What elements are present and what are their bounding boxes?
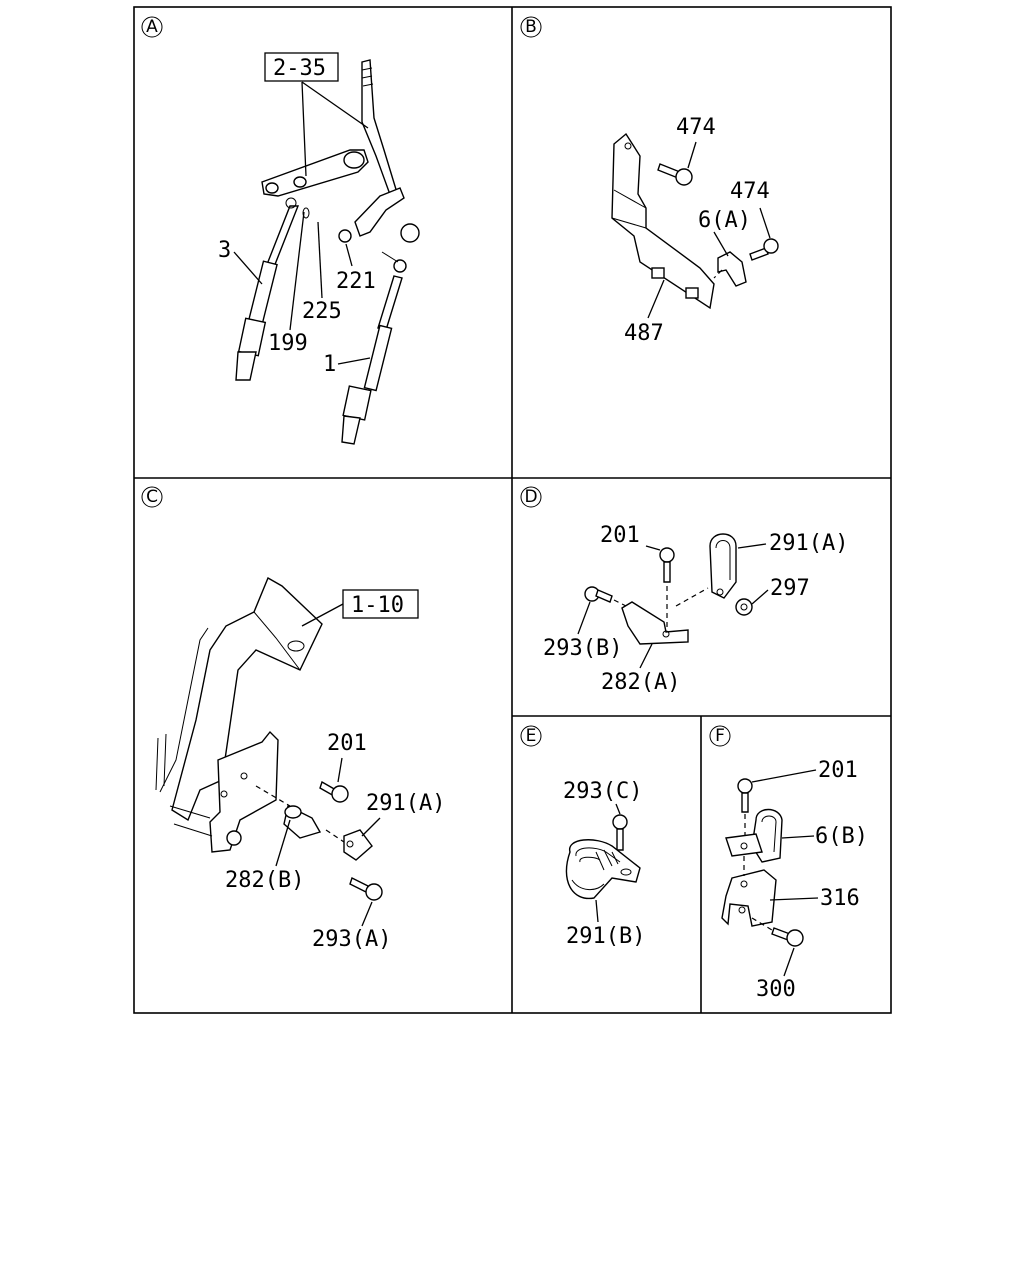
callout-d-291a: 291(A): [769, 531, 848, 556]
leader-f-300: [783, 947, 795, 977]
panel-b-marker: [520, 16, 542, 38]
callout-a-221: 221: [336, 269, 376, 294]
panel-grid: [133, 6, 892, 1014]
callout-b-487: 487: [624, 321, 664, 346]
panel-f: F 201 6(B) 316 300: [709, 725, 868, 1002]
callout-d-297: 297: [770, 576, 810, 601]
leader-b-487: [647, 279, 665, 319]
panel-c: C 1-10: [141, 486, 445, 952]
panel-e: E 293(C) 291(B): [520, 725, 645, 949]
leader-d-293b: [577, 601, 591, 635]
callout-d-293b: 293(B): [543, 636, 622, 661]
panel-d-id: D: [524, 487, 537, 507]
clamp-291b-drawing: [565, 814, 641, 900]
leader-b-474-upper: [687, 141, 697, 169]
leader-c-293a: [361, 901, 373, 927]
callout-f-300: 300: [756, 977, 796, 1002]
panel-c-id: C: [146, 487, 158, 507]
shift-lever-drawing: [235, 59, 420, 445]
callout-d-201: 201: [600, 523, 640, 548]
callout-e-291b: 291(B): [566, 924, 645, 949]
panel-d-marker: [520, 486, 542, 508]
leader-d-282a: [639, 643, 653, 669]
panel-b: B 474 474 6(A) 487: [520, 16, 779, 346]
callout-a-3: 3: [218, 238, 231, 263]
frame-drawing: [155, 576, 383, 901]
leader-c-291a: [361, 817, 381, 837]
callout-c-201: 201: [327, 731, 367, 756]
panel-f-marker: [709, 725, 731, 747]
callout-f-6b: 6(B): [815, 824, 868, 849]
callout-b-474-upper: 474: [676, 115, 716, 140]
leader-a-199: [289, 211, 305, 331]
callout-b-6a: 6(A): [698, 208, 751, 233]
panel-a-id: A: [146, 17, 158, 37]
callout-f-201: 201: [818, 758, 858, 783]
leader-a-225: [317, 221, 323, 299]
leader-d-201: [645, 545, 661, 551]
ref-2-35-label: 2-35: [273, 56, 326, 81]
leader-b-474-lower: [759, 207, 771, 239]
callout-f-316: 316: [820, 886, 860, 911]
ref-1-10-label: 1-10: [351, 593, 404, 618]
ref-2-35-leaders: [301, 81, 369, 177]
leader-a-221: [345, 243, 353, 267]
leader-f-201: [751, 769, 817, 783]
callout-b-474-lower: 474: [730, 179, 770, 204]
callout-a-199: 199: [268, 331, 308, 356]
callout-a-225: 225: [302, 299, 342, 324]
leader-c-201: [337, 757, 343, 783]
leader-f-316: [769, 897, 819, 901]
bracket-316-drawing: [721, 778, 804, 947]
ref-box-2-35: [264, 52, 339, 82]
callout-a-1: 1: [323, 352, 336, 377]
callout-c-291a: 291(A): [366, 791, 445, 816]
bracket-drawing: [611, 132, 779, 310]
panel-e-marker: [520, 725, 542, 747]
bracket-clamp-drawing: [584, 533, 753, 645]
leader-a-1: [337, 357, 371, 365]
leader-d-297: [751, 589, 769, 605]
panel-c-marker: [141, 486, 163, 508]
callout-d-282a: 282(A): [601, 670, 680, 695]
panel-f-id: F: [715, 726, 725, 746]
leader-a-3: [233, 251, 263, 285]
callout-c-282b: 282(B): [225, 868, 304, 893]
panel-b-id: B: [525, 17, 537, 37]
panel-e-id: E: [526, 726, 537, 746]
leader-b-6a: [713, 231, 729, 257]
callout-c-293a: 293(A): [312, 927, 391, 952]
ref-1-10-leader: [301, 603, 344, 627]
leader-c-282b: [275, 819, 291, 867]
leader-e-293c: [615, 803, 621, 815]
panel-a-marker: [141, 16, 163, 38]
leader-d-291a: [737, 543, 767, 549]
callout-e-293c: 293(C): [563, 779, 642, 804]
panel-a: A 2-35: [141, 16, 420, 445]
leader-e-291b: [595, 899, 599, 923]
leader-f-6b: [781, 835, 815, 839]
panel-d: D 201 291(A) 297 293(: [520, 486, 848, 695]
